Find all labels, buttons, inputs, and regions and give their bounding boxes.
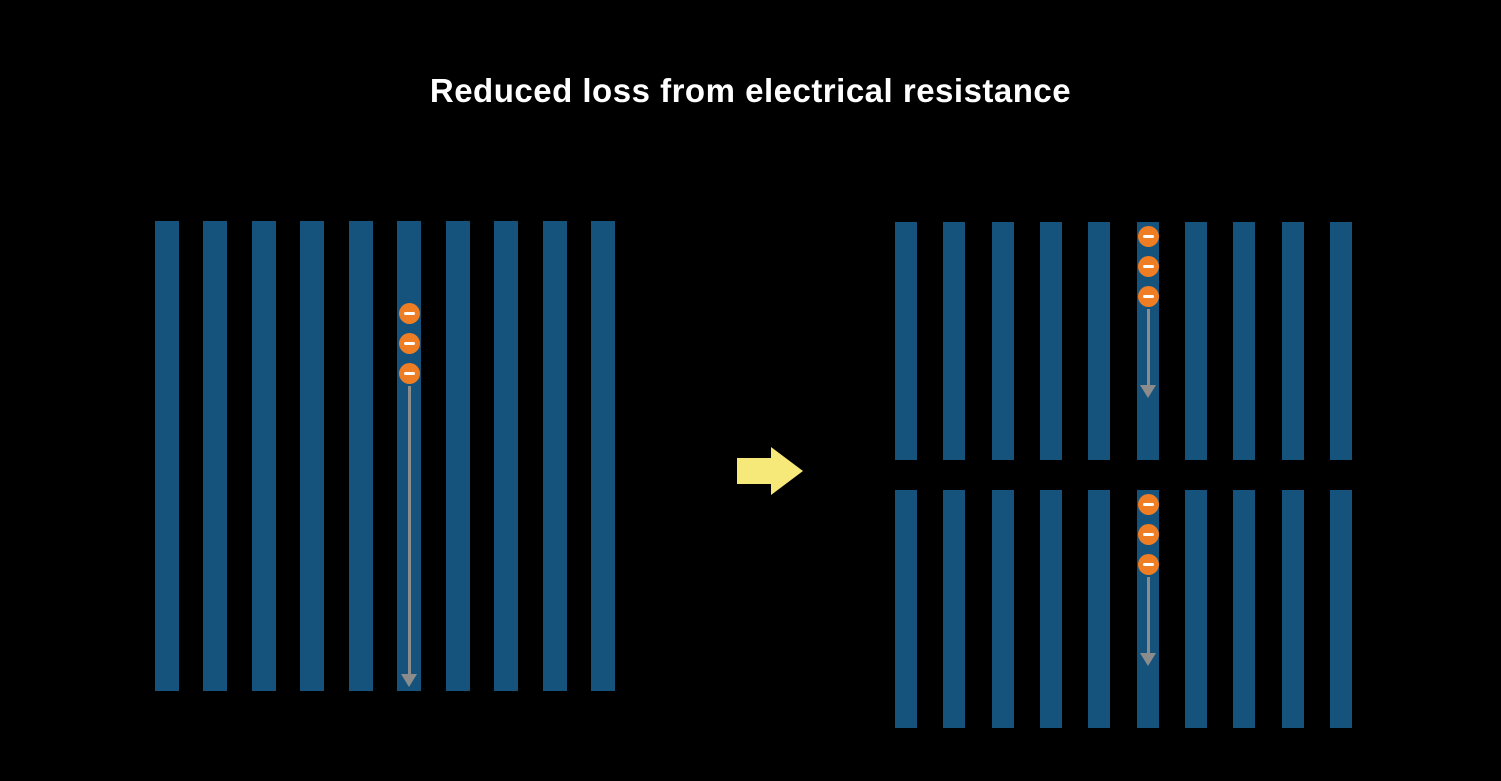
cell-bar (1281, 490, 1304, 728)
half-cell-bottom-panel (895, 490, 1352, 728)
half-cell-top-panel (895, 222, 1352, 460)
arrow-body (737, 458, 771, 484)
electron-flow-full (398, 303, 420, 687)
electron (1137, 494, 1159, 515)
flow-arrow-head (1140, 653, 1156, 666)
electron (1137, 256, 1159, 277)
cell-bar (1184, 490, 1207, 728)
cell-bar (203, 221, 228, 691)
minus-icon (1142, 563, 1154, 566)
flow-arrow-line (1146, 309, 1150, 385)
cell-bar (1233, 222, 1256, 460)
full-cell-bars (155, 221, 615, 691)
minus-icon (1142, 265, 1154, 268)
cell-bar (991, 490, 1014, 728)
electron-flow-top (1137, 226, 1159, 398)
cell-bar (943, 490, 966, 728)
half-cell-bottom-bars (895, 490, 1352, 728)
cell-bar (300, 221, 325, 691)
electron-group (398, 303, 420, 384)
electron (1137, 554, 1159, 575)
electron-group (1137, 226, 1159, 307)
cell-bar (348, 221, 373, 691)
minus-icon (1142, 235, 1154, 238)
minus-icon (1142, 295, 1154, 298)
arrow-head (771, 447, 803, 495)
cell-bar (1039, 222, 1062, 460)
minus-icon (1142, 503, 1154, 506)
half-cell-top-bars (895, 222, 1352, 460)
cell-bar (155, 221, 179, 691)
cell-bar (590, 221, 615, 691)
minus-icon (403, 342, 415, 345)
electron (398, 303, 420, 324)
electron (1137, 226, 1159, 247)
cell-bar (494, 221, 519, 691)
cell-bar (943, 222, 966, 460)
minus-icon (403, 372, 415, 375)
cell-bar (1329, 490, 1352, 728)
cell-bar (895, 490, 917, 728)
electron-flow-bottom (1137, 494, 1159, 666)
cell-bar (1088, 490, 1111, 728)
electron (1137, 524, 1159, 545)
cell-bar (1281, 222, 1304, 460)
cell-bar (1329, 222, 1352, 460)
electron-group (1137, 494, 1159, 575)
cell-bar (991, 222, 1014, 460)
electron (1137, 286, 1159, 307)
page-title: Reduced loss from electrical resistance (429, 72, 1072, 109)
cell-bar (1184, 222, 1207, 460)
flow-arrow-line (407, 386, 411, 674)
cell-bar (445, 221, 470, 691)
minus-icon (1142, 533, 1154, 536)
cell-bar (1088, 222, 1111, 460)
flow-arrow-head (1140, 385, 1156, 398)
electron (398, 363, 420, 384)
cell-bar (1233, 490, 1256, 728)
full-cell-panel (155, 221, 615, 691)
cell-bar (895, 222, 917, 460)
cell-bar (1039, 490, 1062, 728)
minus-icon (403, 312, 415, 315)
cell-bar (251, 221, 276, 691)
right-arrow-icon (737, 447, 803, 495)
electron (398, 333, 420, 354)
flow-arrow-head (401, 674, 417, 687)
cell-bar (542, 221, 567, 691)
flow-arrow-line (1146, 577, 1150, 653)
